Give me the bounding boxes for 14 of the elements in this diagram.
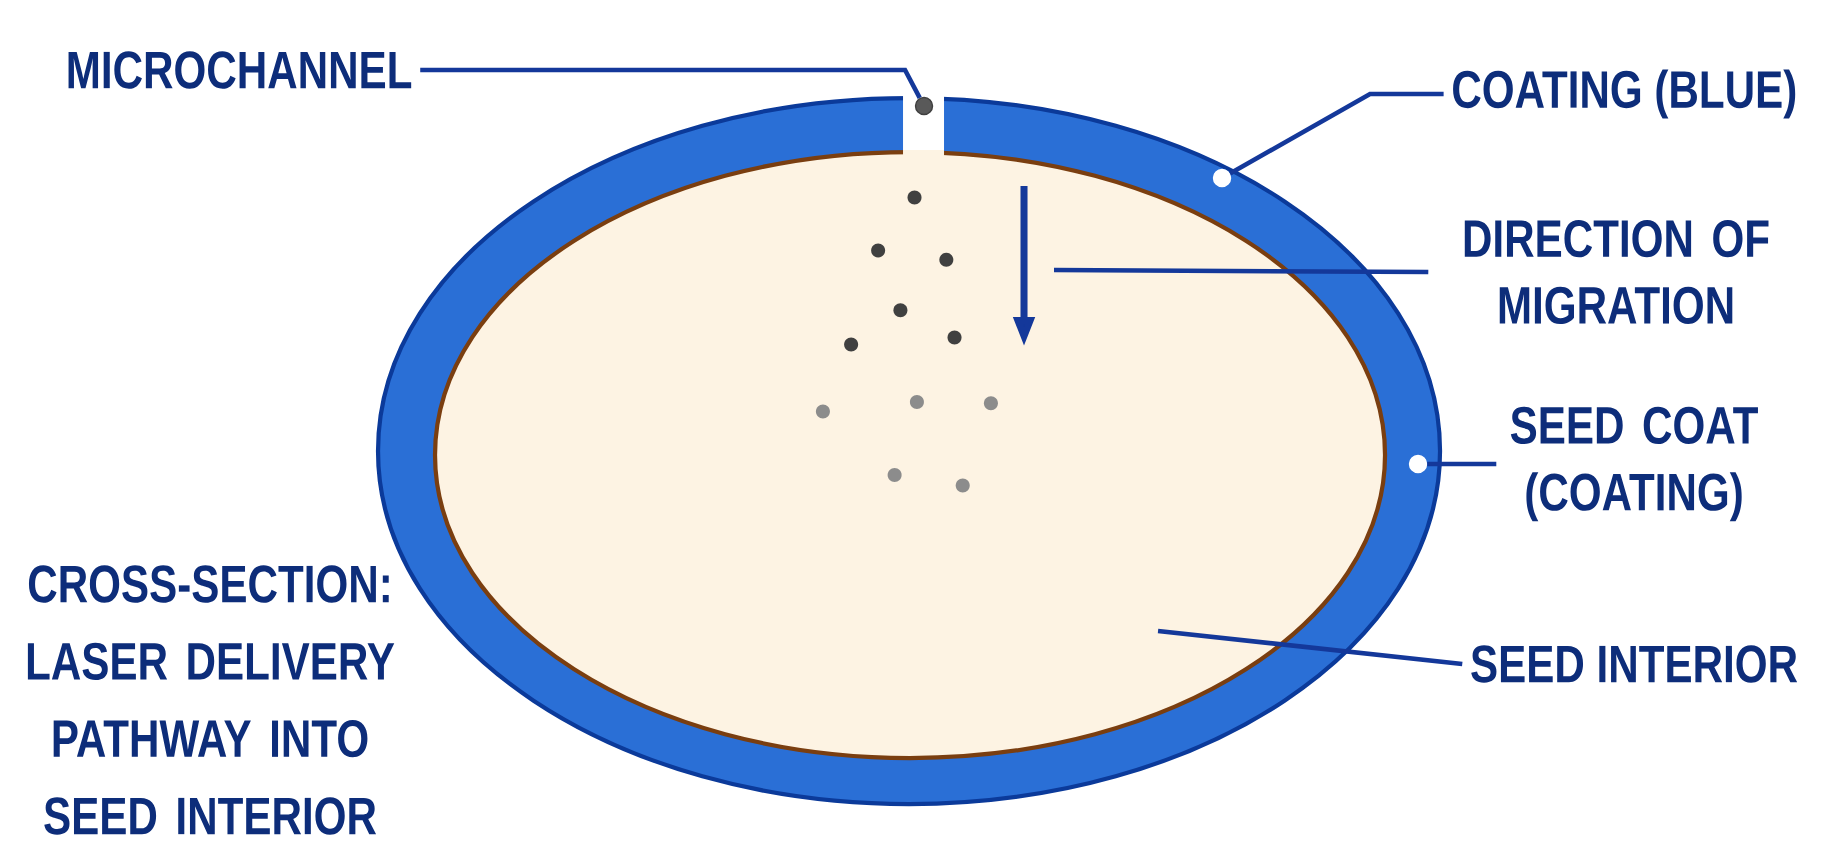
dot [1408, 454, 1428, 474]
caption-text: CROSS-SECTION: LASER DELIVERY PATHWAY INTO SEED INTERIOR [27, 565, 395, 835]
leader-line [420, 67, 922, 99]
label-text: MICROCHANNEL [68, 51, 412, 89]
leader-line [1228, 91, 1444, 176]
leader-line [1157, 628, 1463, 667]
leader-line [1427, 461, 1497, 467]
label-text: DIRECTION OF MIGRATION [1464, 219, 1769, 325]
dot [914, 96, 934, 116]
dot [1212, 168, 1232, 188]
label-text: COATING (BLUE) [1453, 69, 1796, 119]
label-text: SEED INTERIOR [1471, 645, 1798, 683]
label-text: SEED COAT (COATING) [1510, 406, 1758, 522]
leader-line [1054, 267, 1429, 275]
